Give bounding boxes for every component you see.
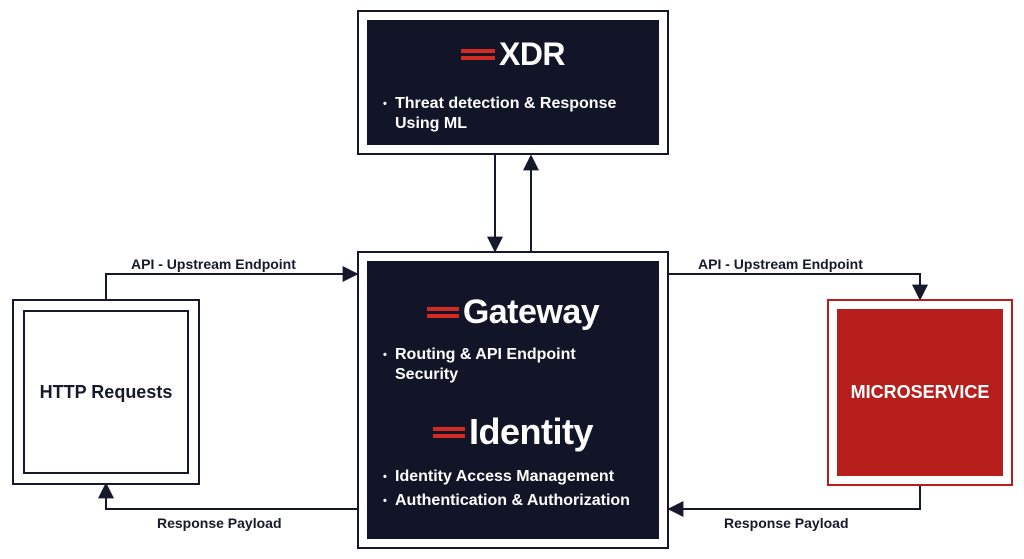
microservice-label: MICROSERVICE xyxy=(850,382,990,402)
gateway-panel: Gateway Routing & API Endpoint Security … xyxy=(367,261,659,539)
xdr-box: XDR Threat detection & Response Using ML xyxy=(357,10,669,155)
zt-logo-icon xyxy=(426,307,459,318)
left-request-label: API - Upstream Endpoint xyxy=(131,256,296,272)
right-request-label: API - Upstream Endpoint xyxy=(698,256,863,272)
http-request-arrow xyxy=(105,266,359,300)
zt-logo-icon xyxy=(432,426,465,438)
zt-logo-icon xyxy=(460,49,495,60)
gateway-bullet-continued: Security xyxy=(395,366,459,383)
http-requests-inner: HTTP Requests xyxy=(23,310,189,474)
microservice-request-arrow xyxy=(668,273,928,301)
xdr-bullets: Threat detection & Response xyxy=(383,94,616,114)
left-response-label: Response Payload xyxy=(157,515,282,531)
gateway-box: Gateway Routing & API Endpoint Security … xyxy=(357,251,669,549)
gateway-name: Gateway xyxy=(462,293,600,331)
identity-bullet: Authentication & Authorization xyxy=(383,489,630,513)
gateway-bullet: Routing & API Endpoint xyxy=(383,345,576,365)
identity-name: Identity xyxy=(468,411,594,452)
xdr-title: XDR xyxy=(367,36,659,73)
identity-bullets: Identity Access Management Authenticatio… xyxy=(383,465,630,513)
identity-bullet: Identity Access Management xyxy=(383,465,630,489)
xdr-panel: XDR Threat detection & Response Using ML xyxy=(367,20,659,145)
right-response-label: Response Payload xyxy=(724,515,849,531)
gateway-title: Gateway xyxy=(367,293,659,332)
xdr-bullet-continued: Using ML xyxy=(395,115,467,132)
http-requests-label: HTTP Requests xyxy=(39,381,173,402)
microservice-inner: MICROSERVICE xyxy=(837,309,1003,476)
microservice-box: MICROSERVICE xyxy=(827,299,1013,486)
gateway-bullets: Routing & API Endpoint xyxy=(383,345,576,365)
http-response-arrow xyxy=(98,482,358,510)
http-requests-box: HTTP Requests xyxy=(12,299,200,485)
xdr-name: XDR xyxy=(498,36,566,72)
identity-title: Identity xyxy=(367,411,659,453)
xdr-bullet: Threat detection & Response xyxy=(383,94,616,114)
microservice-response-arrow xyxy=(667,486,921,517)
